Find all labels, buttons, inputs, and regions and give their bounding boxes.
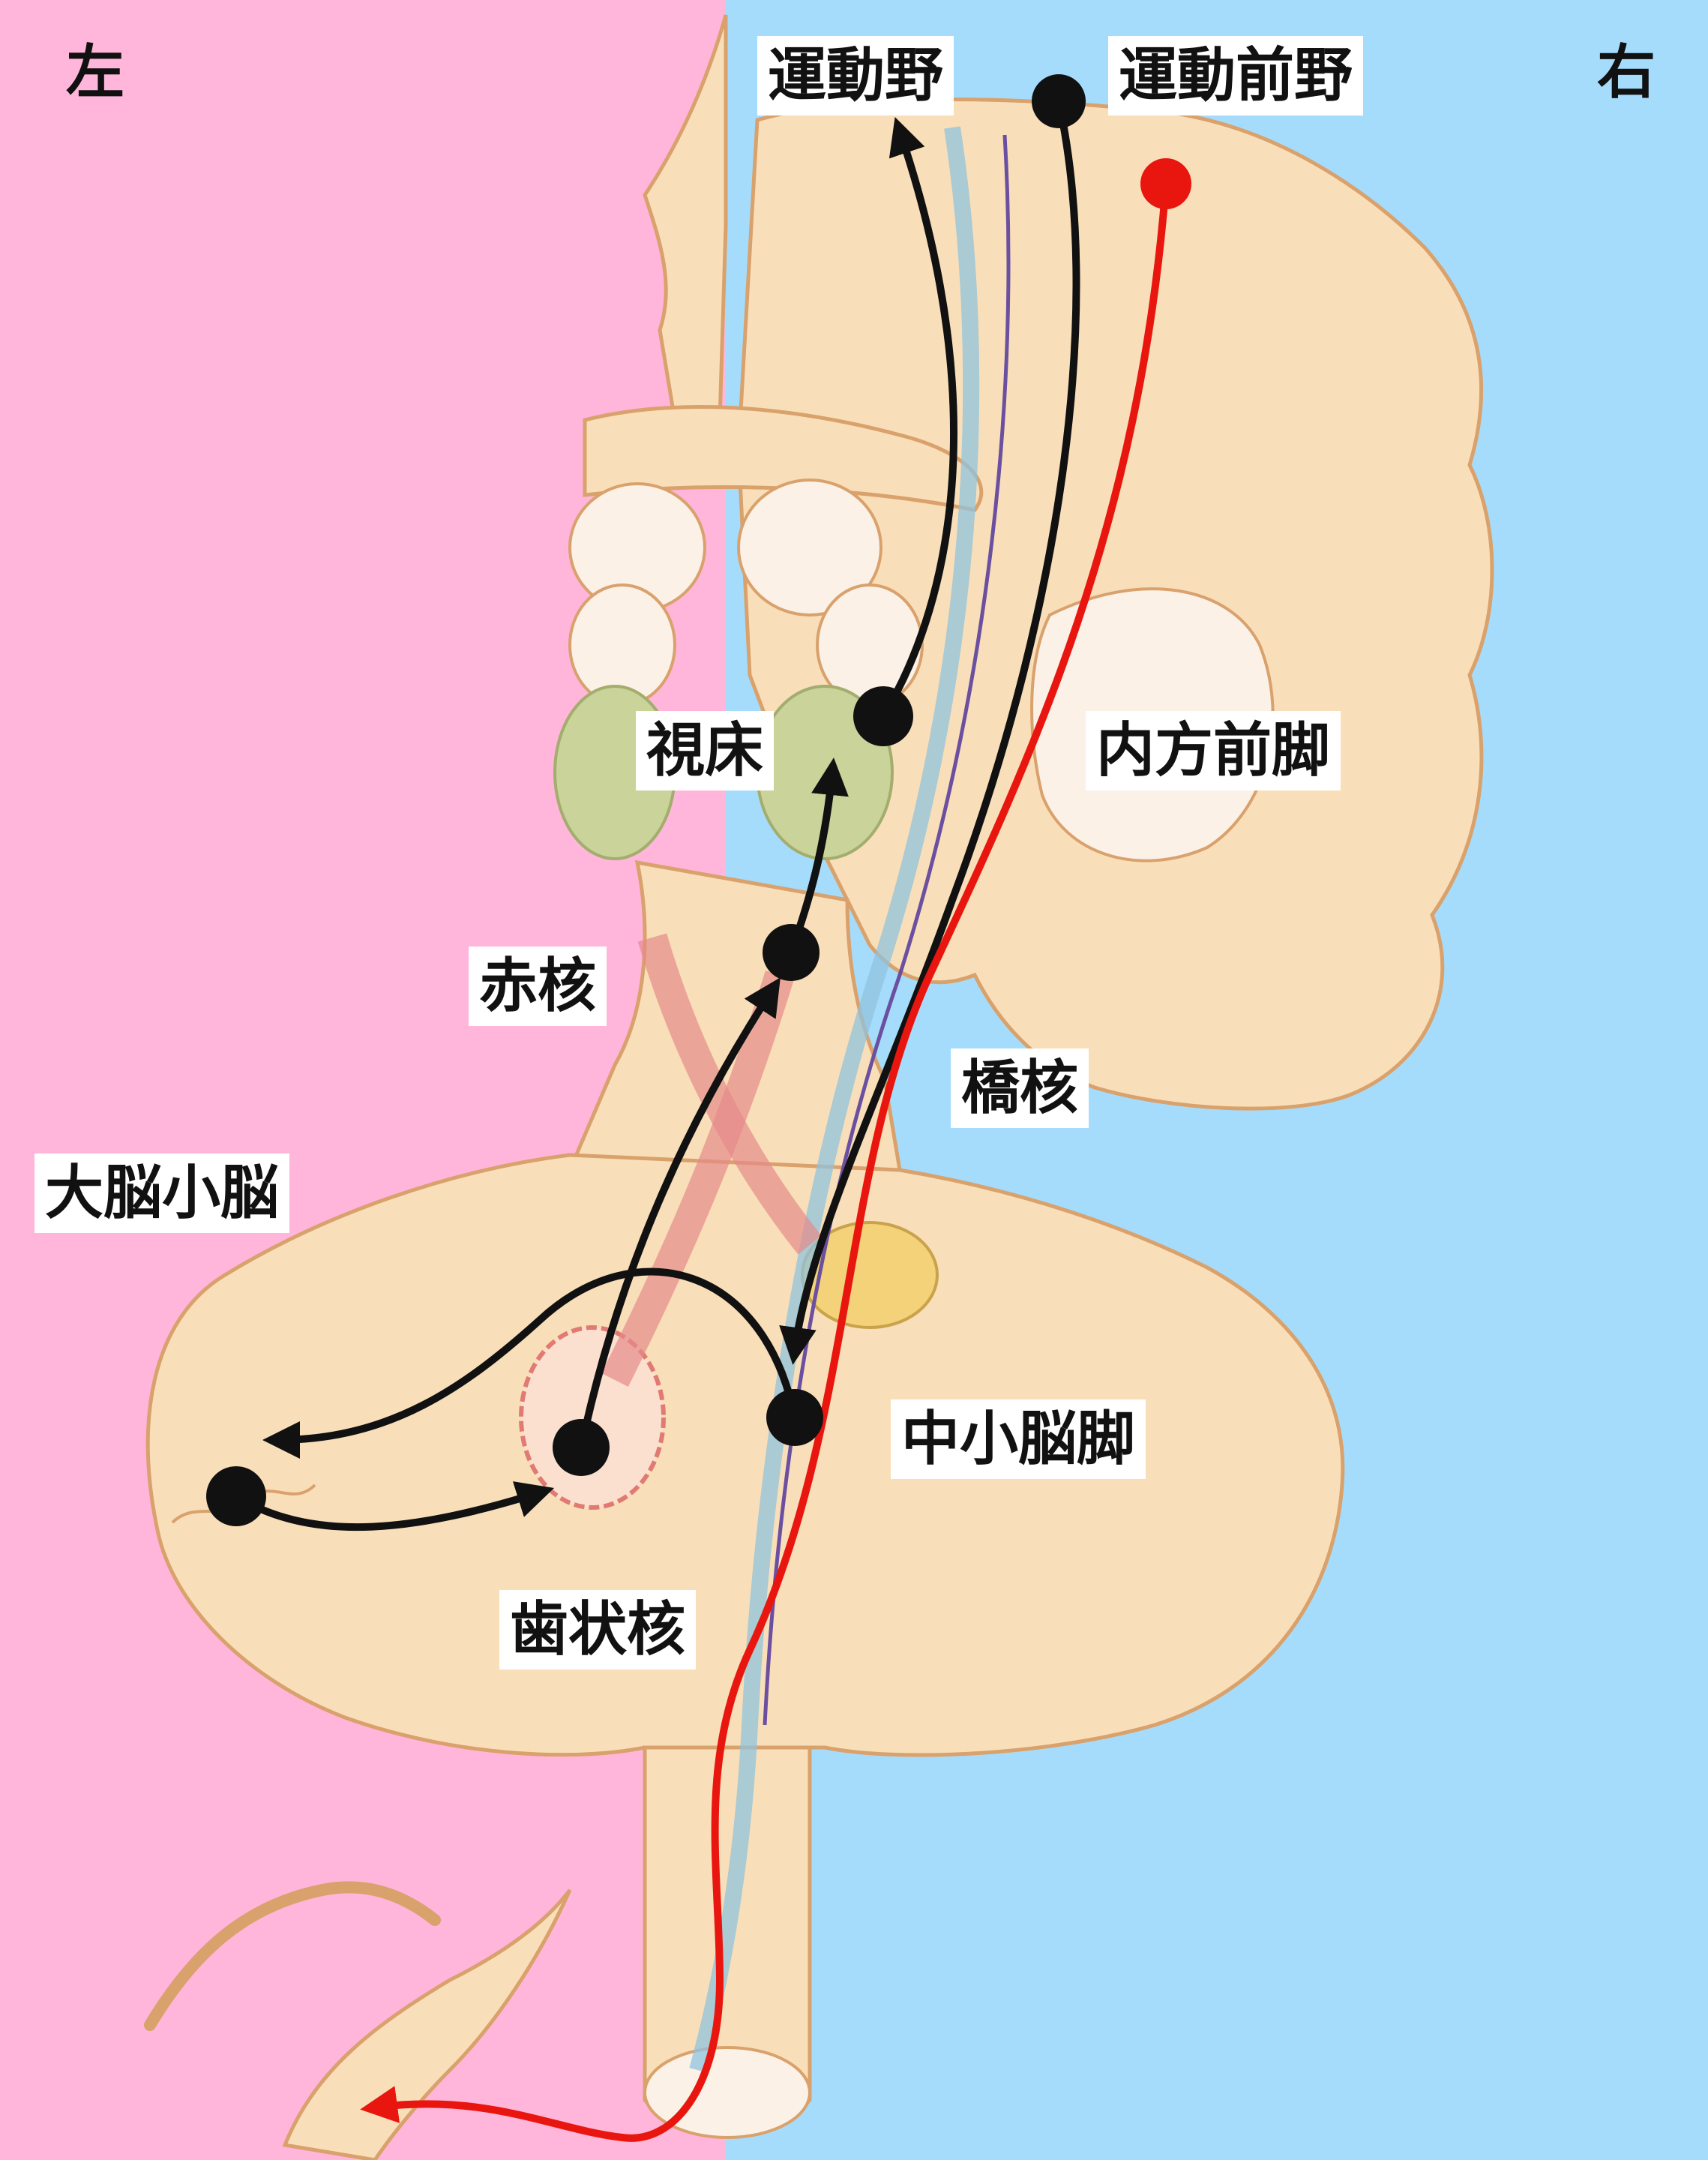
side-label-right: 右 <box>1597 44 1656 102</box>
cerebellar-cortex-node <box>206 1466 266 1526</box>
premotor-red-node <box>1140 158 1191 209</box>
label-pontine-nuclei: 橋核 <box>951 1048 1089 1128</box>
label-premotor-cortex: 運動前野 <box>1108 36 1363 116</box>
side-label-left: 左 <box>66 44 124 102</box>
label-internal-capsule-anterior-limb: 内方前脚 <box>1086 711 1341 790</box>
left-hemisphere-cut <box>645 15 726 420</box>
limb-tendon <box>150 1887 435 2025</box>
label-cerebrocerebellum: 大脳小脳 <box>34 1154 289 1233</box>
label-dentate-nucleus: 歯状核 <box>499 1590 696 1670</box>
premotor-node <box>1032 74 1086 128</box>
pontine-node <box>766 1389 823 1446</box>
red-nucleus-node <box>763 924 820 981</box>
label-red-nucleus: 赤核 <box>469 946 607 1026</box>
label-motor-cortex: 運動野 <box>757 36 954 116</box>
dentate-node <box>553 1419 610 1476</box>
label-middle-cerebellar-peduncle: 中小脳脚 <box>891 1400 1146 1479</box>
label-thalamus: 視床 <box>636 711 774 790</box>
thalamus-node <box>853 686 913 746</box>
